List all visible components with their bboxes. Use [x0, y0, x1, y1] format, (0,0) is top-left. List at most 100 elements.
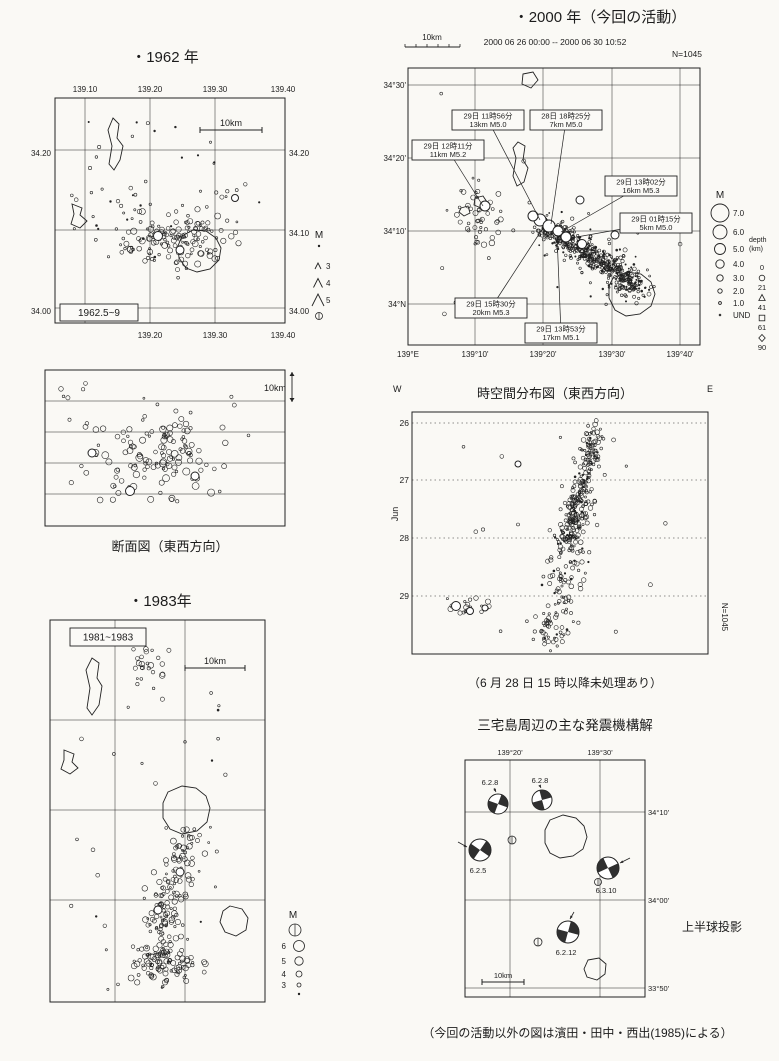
svg-text:3.0: 3.0: [733, 274, 745, 283]
focal-mechanisms: [468, 789, 620, 944]
panel-title-1983: ・1983年: [128, 593, 192, 610]
svg-text:139.10: 139.10: [73, 85, 98, 94]
major-event-circles: [479, 195, 620, 249]
xsec-caption: 断面図（東西方向）: [111, 539, 229, 554]
west-direction-label: W: [393, 384, 402, 394]
svg-text:5.0: 5.0: [733, 245, 745, 254]
svg-text:2.0: 2.0: [733, 287, 745, 296]
svg-text:139.20: 139.20: [138, 331, 163, 340]
svg-text:29日 01時15分: 29日 01時15分: [631, 215, 681, 224]
svg-text:11km M5.2: 11km M5.2: [430, 150, 467, 159]
svg-text:Jun: Jun: [390, 507, 400, 522]
svg-text:16km M5.3: 16km M5.3: [622, 186, 659, 195]
svg-text:29日 13時02分: 29日 13時02分: [616, 178, 666, 187]
svg-text:UND: UND: [733, 311, 751, 320]
annotation-box: 1981~1983: [69, 627, 147, 647]
svg-text:61: 61: [758, 323, 766, 332]
island-outlines: [60, 657, 249, 937]
svg-text:28: 28: [400, 533, 410, 543]
svg-text:34.20: 34.20: [31, 149, 52, 158]
spacetime-note: （6 月 28 日 15 時以降未処理あり）: [467, 676, 663, 690]
panel-text: 10km: [264, 383, 286, 393]
svg-text:26: 26: [400, 418, 410, 428]
epicenter-points: [58, 381, 251, 504]
svg-text:1981~1983: 1981~1983: [83, 633, 134, 644]
grid: [44, 369, 286, 527]
svg-text:1962.5~9: 1962.5~9: [78, 308, 120, 319]
svg-text:3: 3: [282, 981, 287, 990]
svg-text:17km M5.1: 17km M5.1: [542, 333, 579, 342]
svg-text:139.30: 139.30: [203, 331, 228, 340]
svg-text:29日 11時56分: 29日 11時56分: [463, 112, 513, 121]
svg-text:34°N: 34°N: [388, 300, 406, 309]
scale-ruler: [404, 44, 461, 48]
svg-text:139°E: 139°E: [397, 350, 419, 359]
svg-text:29日 15時30分: 29日 15時30分: [466, 300, 516, 309]
svg-text:10km: 10km: [220, 118, 242, 128]
svg-text:139°10': 139°10': [462, 350, 489, 359]
island-outlines: [544, 814, 607, 981]
footer-credit: （今回の活動以外の図は濱田・田中・西出(1985)による）: [422, 1026, 733, 1040]
svg-text:10km: 10km: [204, 656, 226, 666]
svg-text:6.2.5: 6.2.5: [470, 866, 487, 875]
svg-text:7km M5.0: 7km M5.0: [550, 120, 583, 129]
svg-text:6.0: 6.0: [733, 228, 745, 237]
svg-text:139.40: 139.40: [271, 85, 296, 94]
xsec-1962: 10km: [44, 369, 295, 527]
scale-bar: 10km: [184, 656, 246, 671]
grid: [49, 619, 266, 1003]
svg-text:6.2.8: 6.2.8: [482, 778, 499, 787]
svg-text:10km: 10km: [494, 971, 512, 980]
annotation-box: 1962.5~9: [59, 303, 139, 322]
svg-text:29: 29: [400, 591, 410, 601]
panel-title-2000: ・2000 年（今回の活動）: [513, 9, 687, 26]
svg-text:M: M: [289, 910, 297, 921]
svg-text:4: 4: [282, 970, 287, 979]
svg-text:6.3.10: 6.3.10: [596, 886, 617, 895]
svg-text:20km M5.3: 20km M5.3: [472, 308, 509, 317]
legend-symbols: [758, 274, 766, 343]
grid: [464, 759, 646, 998]
svg-text:3: 3: [326, 262, 331, 271]
svg-text:139°20': 139°20': [530, 350, 557, 359]
svg-text:10km: 10km: [422, 33, 442, 42]
panel-title-1962: ・1962 年: [131, 49, 199, 66]
svg-text:4.0: 4.0: [733, 260, 745, 269]
scale-bar: 10km: [199, 118, 263, 133]
vertical-scale: [289, 372, 295, 402]
svg-text:13km M5.0: 13km M5.0: [469, 120, 506, 129]
hemisphere-label: 上半球投影: [682, 920, 743, 934]
island-outlines: [70, 117, 222, 273]
svg-text:139°30': 139°30': [599, 350, 626, 359]
focal-title: 三宅島周辺の主な発震機構解: [477, 718, 653, 733]
legend-symbols: [311, 244, 325, 320]
svg-text:N=1045: N=1045: [672, 49, 702, 59]
svg-text:34.20: 34.20: [289, 149, 310, 158]
svg-text:29日 13時53分: 29日 13時53分: [536, 325, 586, 334]
svg-text:5: 5: [282, 957, 287, 966]
major-event-circles: [451, 460, 522, 615]
epicenter-points: [446, 418, 668, 653]
svg-text:34.00: 34.00: [31, 307, 52, 316]
svg-text:21: 21: [758, 283, 766, 292]
epicenter-points: [70, 120, 261, 280]
east-direction-label: E: [707, 384, 714, 394]
svg-text:139.20: 139.20: [138, 85, 163, 94]
svg-text:139°30': 139°30': [587, 748, 613, 757]
focal-map: 10km139°20'139°30'34°10'34°00'33°50'6.2.…: [457, 748, 670, 998]
svg-text:6.2.12: 6.2.12: [556, 948, 577, 957]
svg-text:34°10': 34°10': [383, 227, 406, 236]
svg-text:1.0: 1.0: [733, 299, 745, 308]
svg-text:(km): (km): [749, 246, 763, 253]
